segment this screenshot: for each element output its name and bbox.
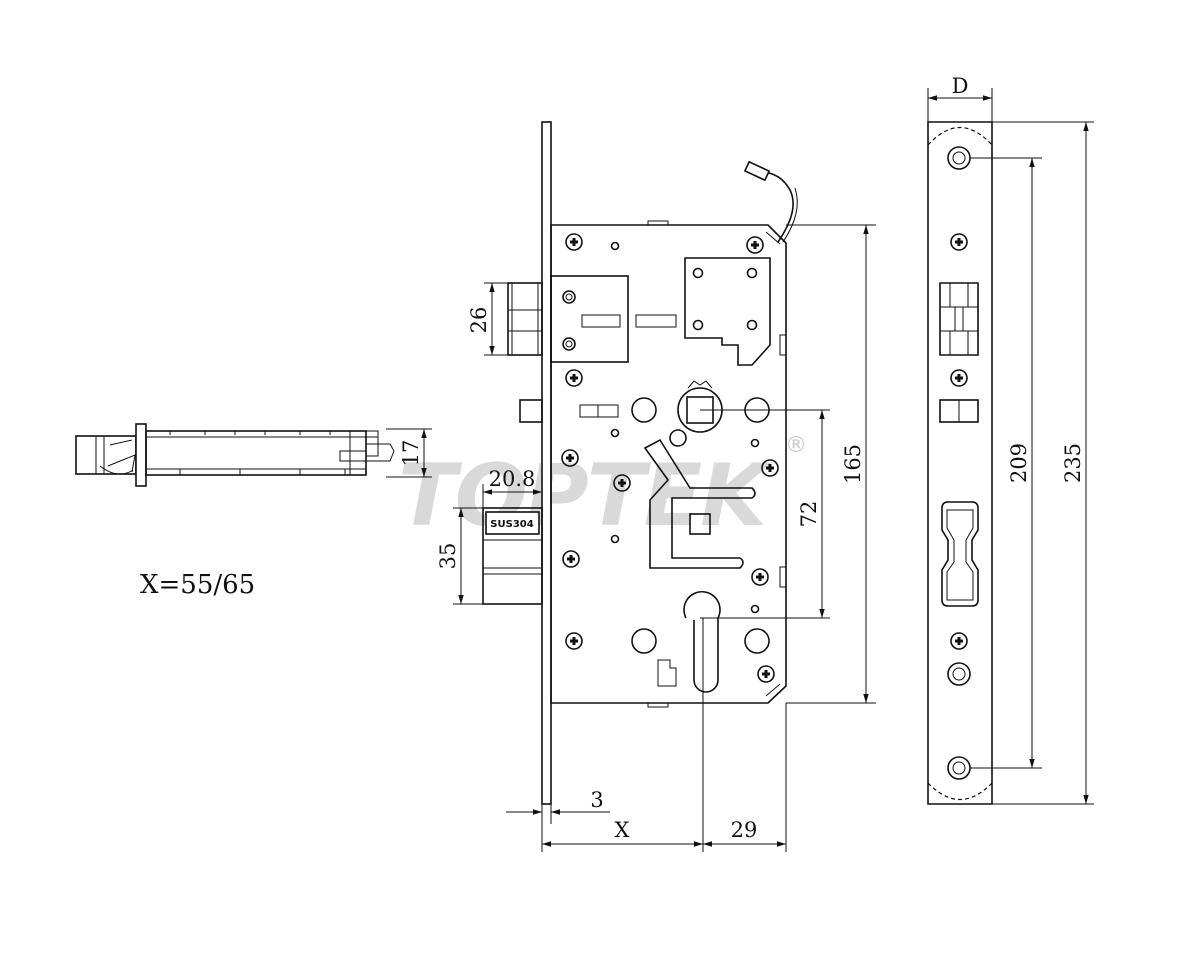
svg-text:209: 209 [1007,443,1031,483]
svg-text:26: 26 [467,307,491,334]
dim-209: 209 [970,157,1042,769]
latch-bolt: SUS304 [482,507,543,605]
svg-text:20.8: 20.8 [489,467,536,491]
material-stamp: SUS304 [490,519,533,530]
svg-text:X: X [615,818,630,842]
svg-text:3: 3 [590,788,603,812]
svg-text:235: 235 [1061,443,1085,483]
latch-side-view [75,423,395,487]
registered-mark: ® [785,433,807,458]
svg-text:35: 35 [436,543,460,570]
dim-35: 35 [436,507,483,605]
dim-x-backset: X 29 [542,618,787,852]
watermark-text: TOPTEK [398,446,772,546]
dim-165: 165 [786,224,876,704]
svg-text:29: 29 [731,818,758,842]
trigger-latch [519,399,543,423]
svg-text:165: 165 [841,444,865,484]
dim-20-8: 20.8 [482,467,542,508]
dim-3: 3 [506,788,610,852]
svg-text:72: 72 [797,501,821,528]
svg-text:D: D [952,74,969,98]
lock-case [550,160,798,708]
dim-72: 72 [700,409,830,619]
dim-26: 26 [467,282,508,356]
watermark-logo: TOPTEK ® [398,433,807,546]
dim-d: D [927,74,993,122]
x-value-label: X=55/65 [140,570,255,600]
faceplate-front-view [927,121,993,805]
dim-17: 17 [386,428,432,478]
dim-235: 235 [992,121,1094,805]
svg-text:17: 17 [399,440,423,467]
deadbolt [507,275,677,363]
faceplate-side [541,121,552,805]
